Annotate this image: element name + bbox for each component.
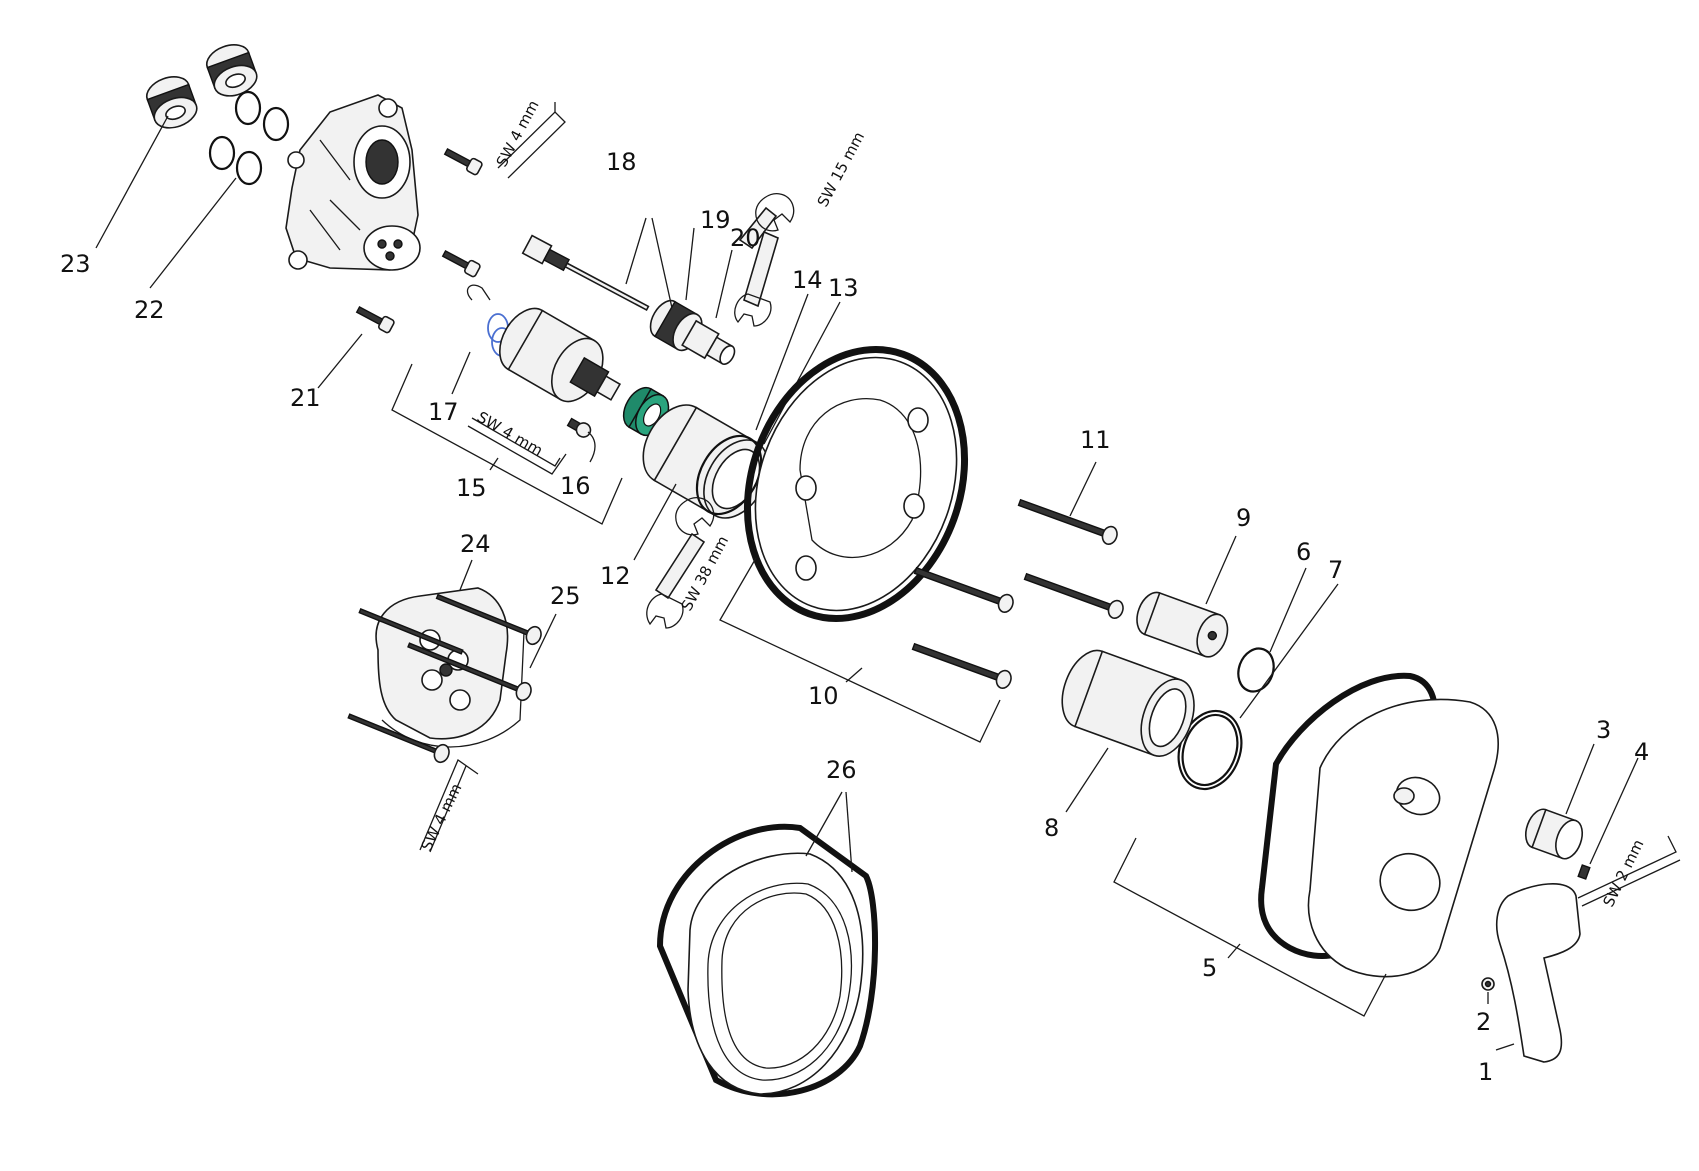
leader-26b: [845, 791, 853, 873]
callout-3: 3: [1596, 716, 1611, 744]
bracket-15: [391, 363, 623, 525]
callout-18: 18: [606, 148, 637, 176]
leader-17: [451, 351, 471, 395]
tool-label-key-left: SW 4 mm: [417, 781, 465, 854]
hex-key-mid: SW 4 mm: [467, 408, 567, 475]
leader-16: [587, 431, 596, 463]
tool-label-key-top: SW 4 mm: [493, 97, 543, 170]
callout-24: 24: [460, 530, 491, 558]
callout-16: 16: [560, 472, 591, 500]
tool-label-wrench-15: SW 15 mm: [814, 129, 868, 210]
leader-23: [95, 115, 169, 249]
part-3-cap: [1524, 808, 1584, 860]
tool-label-key-right: SW 2 mm: [1599, 837, 1647, 910]
leader-3: [1565, 743, 1595, 815]
accent-ring: [622, 386, 670, 437]
leader-21: [317, 333, 363, 389]
part-8-sleeve: [1061, 649, 1195, 757]
hex-key-right: SW 2 mm: [1577, 835, 1681, 910]
part-13-sleeve: [642, 404, 769, 519]
hex-key-left: SW 4 mm: [417, 759, 479, 854]
leader-4: [1589, 757, 1639, 865]
callout-21: 21: [290, 384, 321, 412]
leader-14: [755, 293, 809, 431]
leader-9: [1205, 535, 1237, 605]
callout-14: 14: [792, 266, 823, 294]
callout-1: 1: [1478, 1058, 1493, 1086]
part-16-screw: [566, 417, 592, 438]
callout-12: 12: [600, 562, 631, 590]
callout-26: 26: [826, 756, 857, 784]
callout-13: 13: [828, 274, 859, 302]
callout-7: 7: [1328, 556, 1343, 584]
leader-11: [1069, 461, 1097, 517]
leader-25: [529, 613, 557, 669]
leader-19: [685, 227, 695, 301]
part-11-long-screws: [911, 498, 1124, 689]
part-21-screws: [355, 147, 483, 334]
part-4-grub-screw: [1577, 864, 1591, 880]
callout-11: 11: [1080, 426, 1111, 454]
leader-7: [1239, 583, 1339, 719]
part-18-spindle: [521, 234, 650, 312]
hex-key-top: SW 4 mm: [493, 97, 566, 179]
callout-4: 4: [1634, 738, 1649, 766]
part-9-insert: [1136, 591, 1229, 658]
callout-25: 25: [550, 582, 581, 610]
part-26-extension-frame: [656, 823, 878, 1098]
valve-body: [285, 94, 421, 271]
callout-22: 22: [134, 296, 165, 324]
leader-13: [763, 301, 841, 445]
callout-10: 10: [808, 682, 839, 710]
callout-2: 2: [1476, 1008, 1491, 1036]
part-24-plaster-guard: [347, 587, 542, 764]
callout-8: 8: [1044, 814, 1059, 842]
callout-20: 20: [730, 224, 761, 252]
leader-22: [149, 177, 237, 289]
leader-8: [1065, 747, 1109, 813]
callout-9: 9: [1236, 504, 1251, 532]
leader-26a: [805, 791, 843, 857]
leader-15: [489, 457, 499, 471]
leader-6: [1269, 567, 1307, 653]
leader-20: [715, 249, 733, 319]
callout-15: 15: [456, 474, 487, 502]
part-10-mounting-plate: [743, 346, 969, 622]
bracket-5: [1113, 837, 1387, 1017]
callout-5: 5: [1202, 954, 1217, 982]
callout-17: 17: [428, 398, 459, 426]
leader-18a: [625, 217, 647, 285]
leader-18b: [651, 217, 673, 309]
part-5-trim-plate: [1258, 672, 1499, 978]
part-23-nipples: [145, 44, 258, 129]
part-22-seals: [208, 90, 290, 186]
leader-1: [1495, 1043, 1515, 1051]
part-15-cartridge: [499, 307, 622, 403]
part-2-screw: [1481, 977, 1495, 991]
part-19-20-diverter: [649, 299, 736, 365]
callout-19: 19: [700, 206, 731, 234]
part-6-oring: [1237, 647, 1275, 693]
leader-10: [845, 667, 863, 683]
tool-label-key-mid: SW 4 mm: [474, 408, 546, 460]
leader-12: [633, 483, 677, 561]
callout-6: 6: [1296, 538, 1311, 566]
leader-24: [459, 559, 473, 591]
bracket-10: [719, 557, 1001, 743]
callout-23: 23: [60, 250, 91, 278]
part-1-handle: [1495, 883, 1581, 1063]
leader-5: [1227, 943, 1241, 959]
